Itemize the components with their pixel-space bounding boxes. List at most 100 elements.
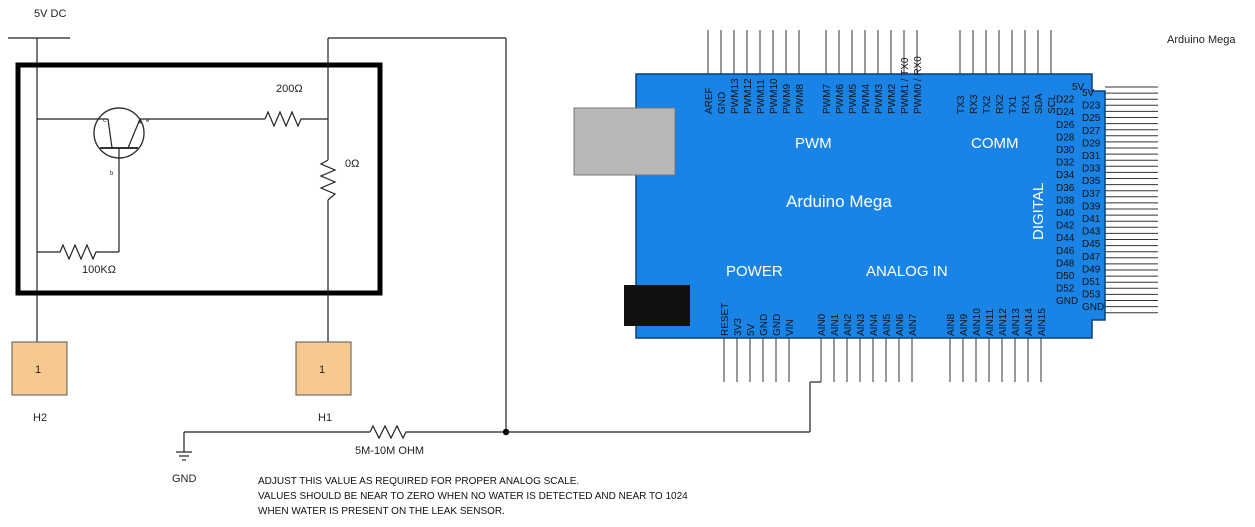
resistor-0-label: 0Ω	[345, 158, 359, 170]
right-pin-label: D47	[1082, 252, 1101, 263]
transistor-pin-mark: c	[103, 118, 106, 124]
top-pin-label: PWM9	[782, 84, 793, 114]
bottom-pin-label: AIN1	[830, 313, 841, 336]
resistor-sense-symbol	[369, 424, 506, 440]
top-pin-label: AREF	[704, 87, 715, 114]
top-pin-label: PWM6	[835, 84, 846, 114]
top-pin-label: TX2	[982, 95, 993, 114]
top-pin-label: SCL	[1047, 94, 1058, 114]
resistor-sense-label: 5M-10M OHM	[355, 445, 424, 457]
bottom-pin-label: AIN14	[1024, 308, 1035, 336]
bottom-pin-label: AIN13	[1011, 308, 1022, 336]
right-pin-label: D41	[1082, 214, 1101, 225]
right-pin-label: D53	[1082, 290, 1101, 301]
header-h1-label: H1	[318, 412, 332, 424]
bottom-pin-label: AIN15	[1037, 308, 1048, 336]
top-pin-label: GND	[717, 92, 728, 114]
section-comm: COMM	[971, 135, 1019, 152]
bottom-pin-label: VIN	[785, 319, 796, 336]
header-h1-pin: 1	[319, 364, 325, 376]
right-pin-label: D30	[1056, 145, 1075, 156]
top-pin-label: PWM1 / TX0	[900, 57, 911, 114]
right-pin-label: D42	[1056, 221, 1075, 232]
right-pin-label: D52	[1056, 284, 1075, 295]
top-pin-label: RX2	[995, 94, 1006, 114]
top-pin-label: PWM13	[730, 78, 741, 114]
bottom-pin-label: AIN4	[869, 313, 880, 336]
power-jack	[624, 285, 690, 326]
board-title: Arduino Mega	[786, 192, 892, 211]
resistor-100k-label: 100KΩ	[82, 264, 116, 276]
emitter-arrow-icon	[138, 119, 141, 124]
top-pin-label: PWM0 / RX0	[913, 56, 924, 114]
bottom-pin-label: AIN0	[817, 313, 828, 336]
right-pin-label: D43	[1082, 227, 1101, 238]
top-pin-label: TX3	[956, 95, 967, 114]
top-pin-label: RX3	[969, 94, 980, 114]
top-pin-label: PWM5	[848, 84, 859, 114]
right-pin-label: GND	[1082, 302, 1104, 313]
right-pin-label: 5V	[1072, 82, 1085, 93]
transistor-pin-mark: b	[110, 171, 114, 177]
top-pin-label: RX1	[1021, 94, 1032, 114]
bottom-pin-label: 5V	[746, 323, 757, 336]
bottom-pin-label: AIN9	[959, 313, 970, 336]
top-pin-label: PWM11	[756, 79, 767, 114]
section-pwm: PWM	[795, 135, 832, 152]
bottom-pin-label: 3V3	[733, 318, 744, 336]
right-pin-label: D34	[1056, 170, 1075, 181]
bottom-pin-label: GND	[772, 314, 783, 336]
header-h1	[295, 341, 352, 396]
right-pin-label: D35	[1082, 176, 1101, 187]
supply-label: 5V DC	[34, 8, 66, 20]
pin-leads	[707, 30, 1158, 382]
right-pin-label: D37	[1082, 189, 1101, 200]
header-h2-pin: 1	[35, 364, 41, 376]
right-pin-label: D40	[1056, 208, 1075, 219]
bottom-pin-label: AIN8	[946, 313, 957, 336]
right-pin-label: D23	[1082, 101, 1101, 112]
section-digital: DIGITAL	[1030, 183, 1047, 240]
resistor-100k-symbol	[37, 243, 119, 261]
top-pin-label: PWM7	[822, 84, 833, 114]
sensor-circuit-box	[15, 62, 383, 296]
right-pin-label: D50	[1056, 271, 1075, 282]
ground-label: GND	[172, 473, 197, 485]
top-pin-label: PWM12	[743, 78, 754, 114]
right-pin-label: D28	[1056, 132, 1075, 143]
section-analog: ANALOG IN	[866, 263, 948, 280]
top-pin-label: PWM8	[795, 84, 806, 114]
right-pin-label: D46	[1056, 246, 1075, 257]
right-pin-label: D38	[1056, 195, 1075, 206]
right-pin-label: D22	[1056, 95, 1075, 106]
bottom-pin-label: AIN5	[882, 313, 893, 336]
transistor-collector-leg	[107, 118, 113, 149]
top-pin-label: SDA	[1034, 93, 1045, 114]
top-pin-label: PWM10	[769, 78, 780, 114]
bottom-pin-label: AIN3	[856, 313, 867, 336]
top-pin-label: PWM3	[874, 84, 885, 114]
transistor-emitter-leg	[127, 118, 141, 149]
top-pin-label: PWM4	[861, 84, 872, 114]
right-pin-label: D48	[1056, 258, 1075, 269]
resistor-200-symbol	[264, 110, 328, 128]
corner-board-label: Arduino Mega	[1167, 34, 1236, 46]
bottom-pin-label: AIN11	[985, 309, 996, 336]
transistor-pin-mark: e	[146, 118, 150, 124]
resistor-0-symbol	[319, 159, 337, 201]
bottom-pin-label: AIN10	[972, 308, 983, 336]
right-pin-label: D33	[1082, 164, 1101, 175]
header-h2-label: H2	[33, 412, 47, 424]
resistor-200-label: 200Ω	[276, 83, 303, 95]
note-line-3: WHEN WATER IS PRESENT ON THE LEAK SENSOR…	[258, 506, 505, 517]
right-pin-label: D32	[1056, 158, 1075, 169]
bottom-pin-label: AIN12	[998, 308, 1009, 336]
right-pin-label: D51	[1082, 277, 1101, 288]
bottom-pin-label: AIN6	[895, 313, 906, 336]
right-pin-label: D27	[1082, 126, 1101, 137]
right-pin-label: D26	[1056, 120, 1075, 131]
right-pin-label: 5V	[1082, 88, 1095, 99]
note-line-1: ADJUST THIS VALUE AS REQUIRED FOR PROPER…	[258, 476, 579, 487]
